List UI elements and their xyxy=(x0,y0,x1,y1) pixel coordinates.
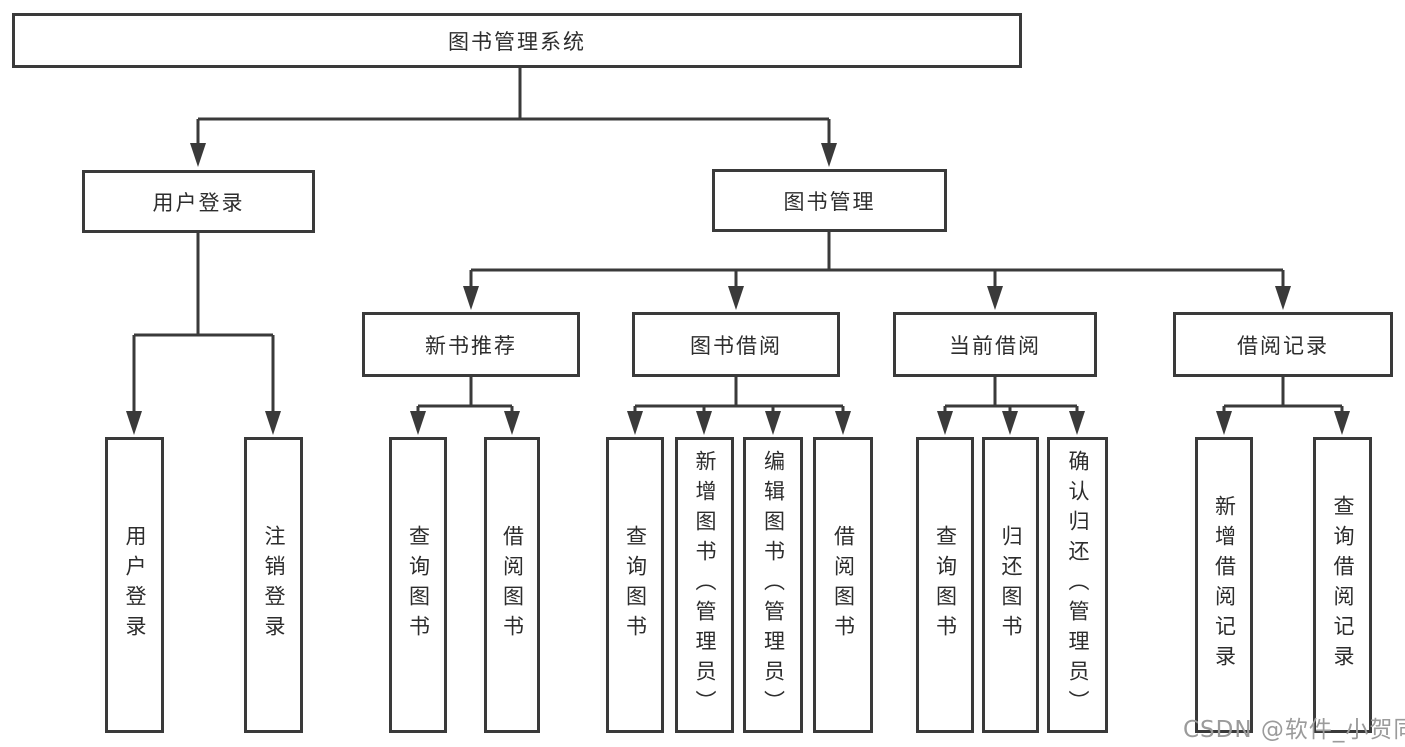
csdn-watermark: CSDN @软件_小贺同学 xyxy=(1183,717,1405,743)
leaf-add-book: 新增图书（管理员） xyxy=(675,437,734,733)
leaf-query-book-rec: 查询图书 xyxy=(389,437,447,733)
leaf-user-login: 用户登录 xyxy=(105,437,164,733)
connector-book-mgmt-children xyxy=(463,232,1291,310)
leaf-logout: 注销登录 xyxy=(244,437,303,733)
leaf-query-book-current: 查询图书 xyxy=(916,437,974,733)
connector-current-borrow-children xyxy=(937,377,1085,435)
node-borrow-record: 借阅记录 xyxy=(1173,312,1393,377)
leaf-borrow-book-borrow: 借阅图书 xyxy=(813,437,873,733)
connector-root-to-level2 xyxy=(190,68,837,167)
node-root: 图书管理系统 xyxy=(12,13,1022,68)
leaf-query-book-borrow: 查询图书 xyxy=(606,437,664,733)
connector-new-book-rec-children xyxy=(410,377,520,435)
node-current-borrow: 当前借阅 xyxy=(893,312,1097,377)
leaf-edit-book: 编辑图书（管理员） xyxy=(743,437,803,733)
connector-user-login-children xyxy=(126,233,281,435)
leaf-confirm-return: 确认归还（管理员） xyxy=(1047,437,1108,733)
connector-book-borrow-children xyxy=(627,377,851,435)
node-new-book-rec: 新书推荐 xyxy=(362,312,580,377)
leaf-return-book: 归还图书 xyxy=(982,437,1039,733)
connector-borrow-record-children xyxy=(1216,377,1350,435)
node-user-login: 用户登录 xyxy=(82,170,315,233)
leaf-borrow-book-rec: 借阅图书 xyxy=(484,437,540,733)
leaf-query-record: 查询借阅记录 xyxy=(1313,437,1372,733)
leaf-add-record: 新增借阅记录 xyxy=(1195,437,1253,733)
node-book-mgmt: 图书管理 xyxy=(712,169,947,232)
node-book-borrow: 图书借阅 xyxy=(632,312,840,377)
